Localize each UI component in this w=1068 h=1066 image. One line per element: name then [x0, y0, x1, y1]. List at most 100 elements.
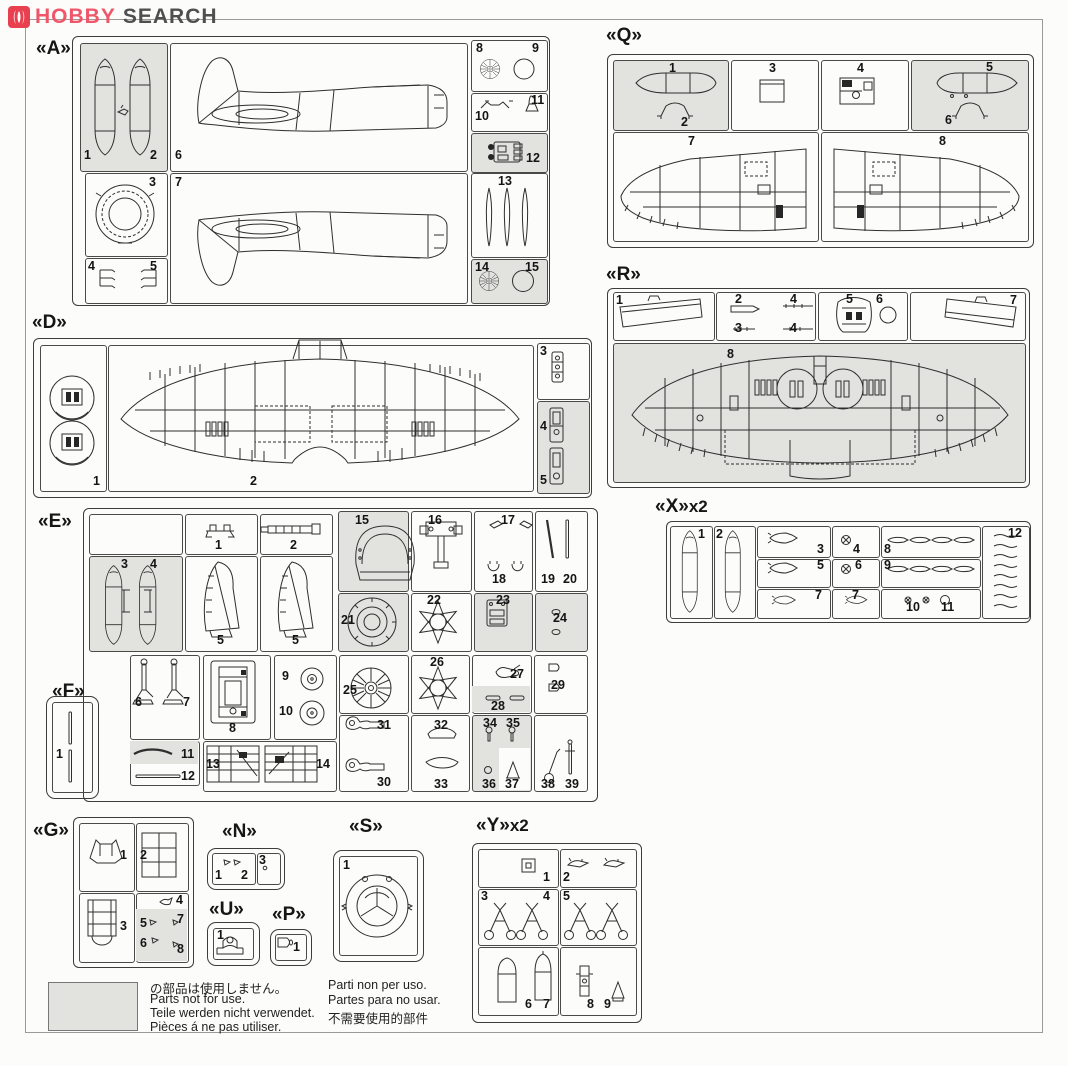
sprue-u-box [207, 922, 260, 966]
sprue-q-cell-4 [911, 60, 1029, 131]
sprue-e-cell-25 [411, 715, 470, 792]
part-number-y-9: 9 [604, 997, 611, 1011]
sprue-e-cell-12 [411, 593, 472, 652]
sprue-x-cell-9 [881, 559, 981, 588]
sprue-e-cell-15 [130, 655, 200, 740]
sprue-x-cell-10 [757, 589, 831, 619]
sprue-x-box [666, 521, 1031, 623]
part-number-e-6: 6 [135, 695, 142, 709]
part-number-e-7: 7 [183, 695, 190, 709]
sprue-x-cell-8 [832, 559, 880, 588]
part-number-e-29: 29 [551, 678, 565, 692]
sprue-y-cell-6 [560, 947, 637, 1016]
sprue-label-r: «R» [606, 264, 641, 285]
part-number-e-13: 13 [206, 757, 220, 771]
part-number-r-2: 2 [735, 292, 742, 306]
part-number-y-1: 1 [543, 870, 550, 884]
part-number-x-7: 7 [815, 588, 822, 602]
sprue-multiplier: x2 [509, 816, 529, 835]
part-number-x-10: 10 [906, 600, 920, 614]
sprue-x-cell-1 [670, 526, 713, 619]
sprue-a-cell-9 [85, 258, 168, 304]
part-number-x-1: 1 [698, 527, 705, 541]
sprue-y-cell-2 [560, 849, 637, 888]
logo-text-hobby: HOBBY [35, 5, 116, 28]
sprue-e-cell-24 [339, 715, 409, 792]
sprue-e-cell-14 [535, 593, 588, 652]
part-number-q-8: 8 [939, 134, 946, 148]
part-number-x-2: 2 [716, 527, 723, 541]
part-number-a-1: 1 [84, 148, 91, 162]
part-number-r-1: 1 [616, 293, 623, 307]
part-number-a-6: 6 [175, 148, 182, 162]
part-number-y-3: 3 [481, 889, 488, 903]
part-number-q-4: 4 [857, 61, 864, 75]
part-number-q-2: 2 [681, 115, 688, 129]
sprue-x-cell-5 [881, 526, 981, 558]
sprue-s-cell-1 [339, 856, 418, 956]
sprue-label-g: «G» [33, 820, 69, 841]
part-number-e-22: 22 [427, 593, 441, 607]
part-number-d-1: 1 [93, 474, 100, 488]
sprue-n-box [207, 848, 285, 890]
sprue-e-cell-2 [185, 514, 258, 555]
sprue-r-cell-4 [910, 292, 1026, 341]
sprue-a-cell-7 [170, 173, 468, 304]
sprue-y-cell-1 [478, 849, 559, 888]
part-number-q-1: 1 [669, 61, 676, 75]
part-number-e-1: 1 [215, 538, 222, 552]
sprue-label-x: «X»x2 [655, 496, 708, 517]
sprue-e-cell-3 [260, 514, 333, 555]
part-number-y-6: 6 [525, 997, 532, 1011]
part-number-e-27: 27 [510, 667, 524, 681]
sprue-g-cell-2 [136, 823, 189, 892]
sprue-label-d: «D» [32, 312, 67, 333]
sprue-r-cell-2 [716, 292, 816, 341]
logo-text-search: SEARCH [122, 5, 218, 28]
part-number-a-4: 4 [88, 259, 95, 273]
sprue-x-cell-4 [832, 526, 880, 558]
part-number-d-2: 2 [250, 474, 257, 488]
part-number-q-3: 3 [769, 61, 776, 75]
sprue-label-s: «S» [349, 816, 383, 837]
part-number-a-14: 14 [475, 260, 489, 274]
legend-line-es: Partes para no usar. [328, 993, 441, 1007]
part-number-e-17: 17 [501, 513, 515, 527]
page-border-frame [25, 19, 1043, 1033]
part-number-r-4: 4 [790, 321, 797, 335]
sprue-label-u: «U» [209, 899, 244, 920]
legend-line-zh: 不需要使用的部件 [328, 1012, 429, 1026]
part-number-e-19: 19 [541, 572, 555, 586]
sprue-e-cell-16 [203, 655, 271, 740]
part-number-e-14: 14 [316, 757, 330, 771]
sprue-p-box [270, 929, 312, 966]
sprue-a-cell-6 [85, 173, 168, 257]
part-number-e-15: 15 [355, 513, 369, 527]
part-number-r-6: 6 [876, 292, 883, 306]
part-number-x-7: 7 [852, 588, 859, 602]
sprue-r-cell-3 [818, 292, 908, 341]
part-number-e-21: 21 [341, 613, 355, 627]
sprue-label-f: «F» [52, 681, 85, 702]
part-number-y-7: 7 [543, 997, 550, 1011]
part-number-e-23: 23 [496, 593, 510, 607]
part-number-e-11: 11 [181, 747, 195, 761]
sprue-y-cell-3 [478, 889, 559, 946]
part-number-a-12: 12 [526, 151, 540, 165]
sprue-q-cell-1 [613, 60, 729, 131]
sprue-e-cell-1 [89, 514, 183, 555]
part-number-a-8: 8 [476, 41, 483, 55]
sprue-q-box [607, 54, 1034, 248]
legend-line-it: Parti non per uso. [328, 978, 427, 992]
sprue-d-cell-1 [40, 345, 107, 492]
part-number-a-2: 2 [150, 148, 157, 162]
sprue-r-cell-1 [613, 292, 715, 341]
sprue-q-cell-2 [731, 60, 819, 131]
part-number-a-10: 10 [475, 109, 489, 123]
part-number-x-12: 12 [1008, 526, 1022, 540]
sprue-e-cell-4 [338, 511, 409, 592]
part-number-n-3: 3 [259, 853, 266, 867]
part-number-a-11: 11 [531, 93, 545, 107]
sprue-label-q: «Q» [606, 25, 642, 46]
part-number-q-7: 7 [688, 134, 695, 148]
